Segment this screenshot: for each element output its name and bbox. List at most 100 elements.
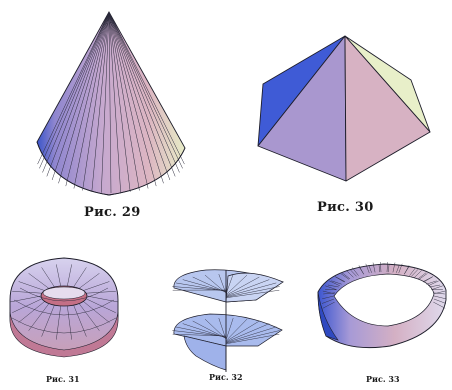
torus-facet-line <box>28 303 50 331</box>
helicoid-lower-turn <box>173 313 283 347</box>
helicoid-facet-line <box>225 326 277 343</box>
torus-ring-line <box>13 299 115 316</box>
mobius-facet-line <box>432 292 445 295</box>
mobius-facet-line <box>341 272 351 280</box>
mobius-facet-line <box>387 264 390 273</box>
torus-ring-line <box>19 287 109 302</box>
helicoid-facet-line <box>225 323 270 343</box>
helicoid-top-blade <box>225 272 284 303</box>
cone-facet-line <box>65 11 110 187</box>
mobius-facet-line <box>409 267 416 276</box>
torus-facet-line <box>9 295 42 303</box>
helicoid-facet-line <box>182 323 227 339</box>
mobius-facet-line <box>349 269 357 277</box>
cone-facet-line <box>108 11 164 184</box>
helicoid-facet-line <box>225 318 234 341</box>
mobius-facet-line <box>404 266 410 275</box>
mobius-facet-line <box>431 285 443 290</box>
mobius-facet-line <box>323 292 336 295</box>
helicoid-figure <box>172 269 284 372</box>
pyramid-face-front-right <box>344 35 431 182</box>
mobius-facet-line <box>414 270 422 278</box>
helicoid-facet-line <box>192 320 227 339</box>
mobius-facet-line <box>346 270 354 278</box>
torus-facet-line <box>12 298 42 313</box>
mobius-facet-line <box>433 295 446 300</box>
helicoid-bottom-blade <box>183 335 227 371</box>
cone-facet-line <box>108 11 131 192</box>
torus-facet-line <box>41 267 55 288</box>
helicoid-facet-line <box>225 333 280 345</box>
helicoid-facet-line <box>225 279 270 297</box>
helicoid-facet-line <box>225 286 280 298</box>
cone-facet-line <box>108 11 157 187</box>
mobius-facet-line <box>340 273 350 280</box>
mobius-facet-line <box>433 301 446 309</box>
cone-facet-line <box>91 11 110 192</box>
helicoid-facet-line <box>175 326 227 338</box>
mobius-facet-line <box>433 290 446 295</box>
mobius-facet-line <box>368 264 372 273</box>
cone-facet-line <box>108 11 149 189</box>
torus-facet-line <box>18 281 45 291</box>
cone-facet-line <box>108 11 180 173</box>
cone-facet-line <box>108 11 140 191</box>
mobius-facet-line <box>433 298 447 304</box>
cone-facet-line <box>108 11 176 177</box>
caption-fig30: Рис. 30 <box>317 200 374 215</box>
cone-base-edge <box>36 141 186 196</box>
torus-ring-line <box>11 317 117 334</box>
mobius-facet-line <box>429 284 441 288</box>
caption-fig33: Рис. 33 <box>366 374 400 384</box>
cone-facet-line <box>46 11 110 177</box>
mobius-facet-line <box>327 284 339 288</box>
mobius-facet-line <box>411 269 419 277</box>
mobius-facet-line <box>325 285 337 290</box>
cone-facet-line <box>51 11 110 181</box>
cone-facet-line <box>42 11 110 173</box>
helicoid-facet-line <box>225 289 280 299</box>
mobius-facet-line <box>392 262 396 273</box>
mobius-facet-line <box>372 262 376 273</box>
mobius-facet-line <box>334 276 345 283</box>
mobius-facet-line <box>358 266 364 275</box>
helicoid-facet-line <box>225 282 277 297</box>
mobius-facet-line <box>352 267 359 276</box>
cone-facet-line <box>58 11 110 184</box>
caption-fig32: Рис. 32 <box>209 372 243 382</box>
torus-facet-line <box>73 305 87 337</box>
cone-facet-line <box>108 11 112 194</box>
torus-figure <box>9 257 119 358</box>
mobius-facet-line <box>322 290 335 295</box>
helicoid-facet-line <box>225 320 260 342</box>
mobius-facet-line <box>331 280 342 285</box>
torus-facet-line <box>86 295 119 303</box>
mobius-facet-line <box>322 301 335 309</box>
helicoid-facet-line <box>182 279 227 293</box>
mobius-facet-line <box>417 272 427 280</box>
torus-facet-line <box>83 301 110 323</box>
caption-fig29: Рис. 29 <box>84 205 141 220</box>
torus-facet-line <box>78 303 100 331</box>
mobius-facet-line <box>378 264 381 273</box>
helicoid-facet-line <box>192 276 227 293</box>
pyramid-figure <box>257 35 431 182</box>
torus-facet-line <box>67 264 72 287</box>
mobius-facet-line <box>428 280 439 287</box>
helicoid-facet-line <box>225 276 260 296</box>
helicoid-facet-line <box>225 330 280 344</box>
mobius-inner-opening <box>333 273 435 327</box>
cone-facet-line <box>108 11 121 193</box>
helicoid-facet-line <box>225 274 234 295</box>
helicoid-facet-line <box>225 274 248 295</box>
helicoid-facet-line <box>218 318 227 340</box>
mobius-facet-line <box>396 264 400 273</box>
cone-figure <box>36 11 186 196</box>
torus-facet-line <box>28 273 50 289</box>
helicoid-facet-line <box>225 318 248 341</box>
mobius-facet-line <box>329 280 340 287</box>
helicoid-facet-line <box>175 282 227 292</box>
torus-facet-line <box>56 264 61 287</box>
